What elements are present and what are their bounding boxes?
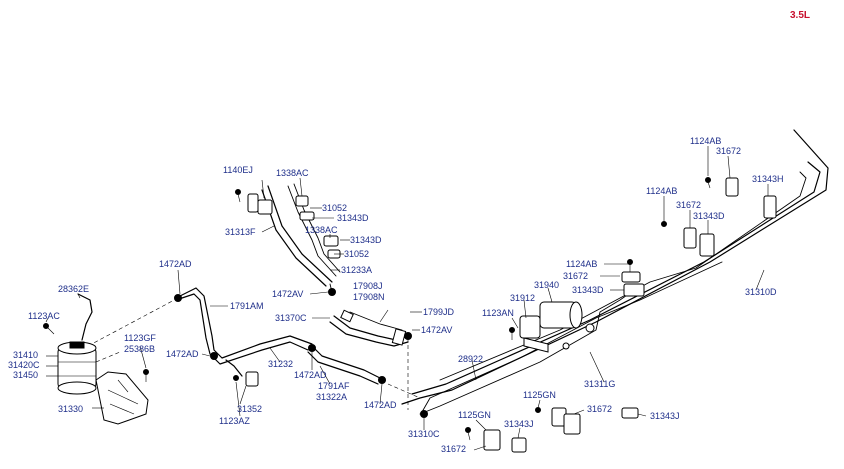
- part-label-1124ab-3: 1124AB: [690, 136, 721, 146]
- part-label-1123ac: 1123AC: [28, 311, 60, 321]
- part-label-31313f: 31313F: [225, 227, 256, 237]
- part-label-1472ad: 1472AD: [159, 259, 192, 269]
- leader-lines: [45, 146, 769, 451]
- part-label-1123gf: 1123GF: [124, 333, 156, 343]
- part-label-1472ad-4: 1472AD: [364, 400, 397, 410]
- part-label-31233a: 31233A: [341, 265, 372, 275]
- flex-hose-31370c: [329, 309, 409, 347]
- part-label-1338ac-2: 1338AC: [305, 225, 338, 235]
- part-labels: 1140EJ 1338AC 31052 31343D 31313F 1338AC…: [8, 136, 784, 454]
- part-label-1125gn-2: 1125GN: [458, 410, 491, 420]
- part-label-17908n: 17908N: [353, 292, 385, 302]
- part-label-31343j: 31343J: [504, 419, 534, 429]
- part-label-1123az: 1123AZ: [219, 416, 250, 426]
- part-label-28362e: 28362E: [58, 284, 89, 294]
- hose-28362e: [77, 293, 93, 341]
- part-label-31052-2: 31052: [344, 249, 369, 259]
- part-label-31052: 31052: [322, 203, 347, 213]
- upper-clips: [245, 193, 341, 387]
- part-label-1123an: 1123AN: [482, 308, 514, 318]
- reference-lines: [87, 297, 421, 410]
- part-label-31672-5: 31672: [441, 444, 466, 454]
- canister-bracket: [95, 371, 149, 425]
- part-label-31343d: 31343D: [337, 213, 369, 223]
- part-label-31343d-2: 31343D: [350, 235, 382, 245]
- part-label-31450: 31450: [13, 370, 38, 380]
- part-label-31311g: 31311G: [584, 379, 615, 389]
- part-label-31672-2: 31672: [676, 200, 701, 210]
- hose-clamps: [174, 288, 428, 418]
- part-label-1124ab-2: 1124AB: [646, 186, 677, 196]
- canister: [57, 341, 97, 395]
- part-label-31370c: 31370C: [275, 313, 307, 323]
- bolts: [43, 177, 711, 441]
- part-label-1140ej: 1140EJ: [223, 165, 253, 175]
- part-label-1472av: 1472AV: [272, 289, 303, 299]
- part-label-31352: 31352: [237, 404, 262, 414]
- part-label-1799jd: 1799JD: [423, 307, 455, 317]
- part-label-31330: 31330: [58, 404, 83, 414]
- part-label-1125gn: 1125GN: [523, 390, 556, 400]
- part-label-31343d-4: 31343D: [693, 211, 725, 221]
- part-label-31672-4: 31672: [587, 404, 612, 414]
- part-label-1338ac: 1338AC: [276, 168, 309, 178]
- engine-label: 3.5L: [790, 10, 810, 21]
- part-label-31343j-2: 31343J: [650, 411, 680, 421]
- part-label-31310c: 31310C: [408, 429, 440, 439]
- part-label-25386b: 25386B: [124, 344, 155, 354]
- part-label-31940: 31940: [534, 280, 559, 290]
- part-label-31410: 31410: [13, 350, 38, 360]
- part-label-31310d: 31310D: [745, 287, 777, 297]
- part-label-1124ab: 1124AB: [566, 259, 597, 269]
- part-label-31672: 31672: [563, 271, 588, 281]
- part-label-1791am: 1791AM: [230, 301, 264, 311]
- part-label-31343d-3: 31343D: [572, 285, 604, 295]
- part-label-31912: 31912: [510, 293, 535, 303]
- part-label-31672-3: 31672: [716, 146, 741, 156]
- right-clips: [483, 177, 777, 453]
- main-fuel-lines: [401, 129, 829, 415]
- part-label-1472ad-3: 1472AD: [294, 370, 327, 380]
- fuel-filter: [519, 301, 595, 353]
- part-label-31420c: 31420C: [8, 360, 40, 370]
- part-label-1472av-2: 1472AV: [421, 325, 452, 335]
- part-label-31232: 31232: [268, 359, 293, 369]
- part-label-17908j: 17908J: [353, 281, 383, 291]
- left-hoses: [175, 287, 381, 385]
- part-label-1791af: 1791AF: [318, 381, 350, 391]
- part-label-31322a: 31322A: [316, 392, 347, 402]
- part-label-1472ad-2: 1472AD: [166, 349, 199, 359]
- part-label-31343h: 31343H: [752, 174, 784, 184]
- part-label-28922: 28922: [458, 354, 483, 364]
